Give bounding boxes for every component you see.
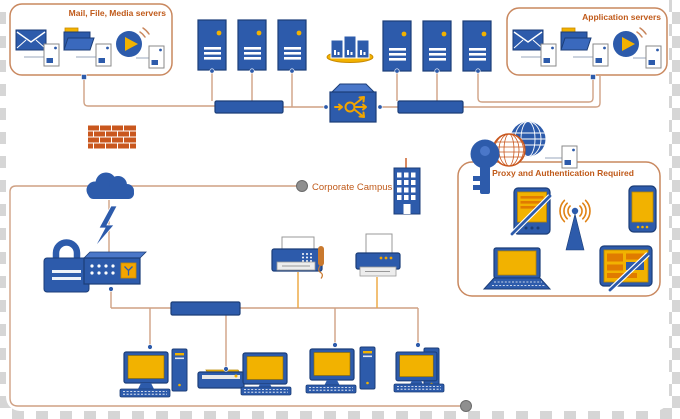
keyboard (305, 384, 357, 394)
application-box-label: Application servers (582, 12, 661, 22)
boundary-endpoint-dot (296, 180, 308, 192)
proxy-authentication-box[interactable] (457, 161, 661, 297)
client-card-icon (43, 43, 60, 67)
client-card-icon (540, 43, 557, 67)
switch[interactable] (329, 83, 377, 123)
server-tower-5[interactable] (422, 20, 452, 72)
patch-panel-1[interactable] (214, 100, 284, 114)
firewall[interactable] (88, 125, 136, 151)
boundary-endpoint-dot (460, 400, 472, 412)
mail-box-label: Mail, File, Media servers (69, 8, 167, 18)
envelope-icon (15, 29, 47, 51)
server-tower-2[interactable] (237, 19, 267, 71)
laptop[interactable] (482, 247, 552, 290)
office-building[interactable] (393, 158, 421, 215)
workstation-1[interactable] (119, 348, 188, 398)
tablet[interactable] (599, 245, 653, 292)
campus-boundary-line (9, 185, 466, 407)
workstation-4[interactable] (393, 347, 445, 393)
envelope-icon (512, 29, 544, 51)
switch-arrows-icon (334, 96, 367, 118)
proxy-box-label: Proxy and Authentication Required (492, 168, 634, 178)
application-servers-box[interactable] (506, 7, 668, 76)
fax-machine[interactable] (271, 236, 324, 279)
monitor (395, 351, 438, 387)
client-card-icon (148, 45, 165, 69)
tower-pc (171, 348, 188, 392)
connector-lines (9, 56, 646, 407)
client-card-icon (95, 43, 112, 67)
keyboard (119, 388, 171, 398)
scanner[interactable] (197, 369, 247, 389)
access-router[interactable] (83, 251, 147, 285)
tower-pc (359, 346, 376, 390)
stylus-icon (608, 252, 650, 292)
server-tower-3[interactable] (277, 19, 307, 71)
keyboard (393, 383, 445, 393)
server-tower-1[interactable] (197, 19, 227, 71)
patch-panel-2[interactable] (397, 100, 464, 114)
cloud[interactable] (86, 172, 135, 200)
corporate-campus-label: Corporate Campus (312, 182, 393, 193)
internet-globe[interactable] (492, 121, 546, 167)
server-tower-4[interactable] (382, 20, 412, 72)
server-tower-6[interactable] (462, 20, 492, 72)
padlock[interactable] (43, 239, 90, 293)
pda-device[interactable] (510, 187, 552, 236)
smartphone[interactable] (628, 185, 657, 233)
comm-link-bolt[interactable] (94, 205, 118, 248)
connector-dots (81, 68, 596, 412)
radio-waves-icon (559, 199, 591, 223)
stylus-icon (510, 194, 552, 236)
patch-panel-3[interactable] (170, 301, 241, 316)
key[interactable] (470, 139, 500, 195)
client-card-icon (592, 43, 609, 67)
handset-icon (318, 246, 324, 266)
keyboard (240, 386, 292, 396)
monitor (309, 348, 355, 387)
printer[interactable] (355, 233, 401, 277)
server-farm[interactable] (326, 35, 374, 63)
monitor (242, 352, 288, 391)
client-card-icon (645, 45, 662, 69)
workstation-2[interactable] (240, 352, 292, 396)
mail-file-media-servers-box[interactable] (9, 3, 173, 76)
client-card-icon (561, 145, 578, 169)
wireless-antenna[interactable] (559, 199, 591, 251)
workstation-3[interactable] (305, 346, 376, 394)
monitor (123, 351, 169, 390)
